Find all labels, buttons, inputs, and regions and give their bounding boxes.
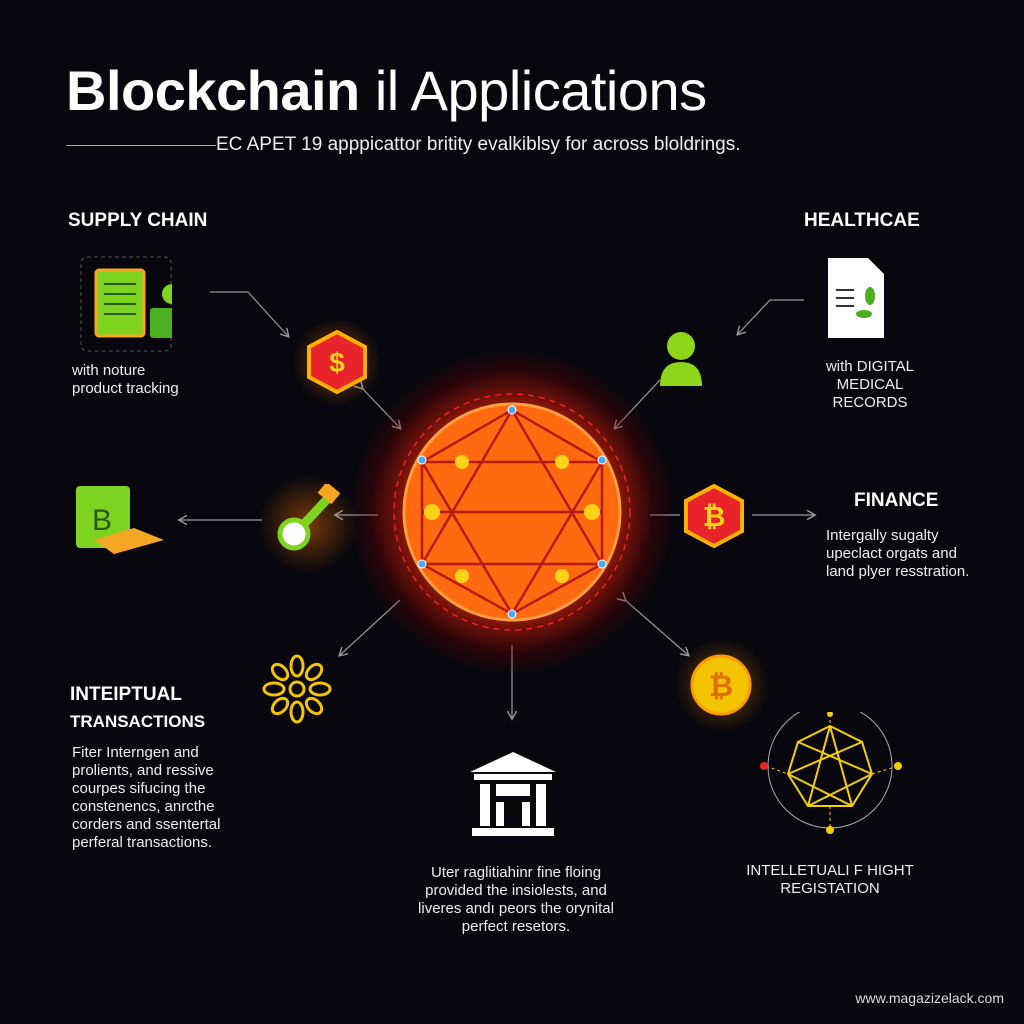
- blockchain-hub-icon: [393, 393, 631, 631]
- page-title: Blockchain il Applications: [66, 59, 707, 122]
- bank-building-icon: [470, 752, 556, 836]
- svg-text:₿: ₿: [709, 669, 733, 704]
- ip-network-icon: [760, 712, 902, 834]
- transactions-heading-2: TRANSACTIONS: [70, 712, 206, 731]
- svg-text:B: B: [92, 504, 112, 537]
- healthcare-heading: HEALTHCAE: [804, 210, 920, 231]
- clipboard-icon: [80, 256, 172, 352]
- finance-heading: FINANCE: [854, 490, 939, 511]
- transactions-heading-1: INTEIPTUAL: [70, 684, 182, 705]
- bitcoin-coin-icon: ₿: [690, 654, 752, 716]
- key-icon: [277, 484, 341, 551]
- footer-url[interactable]: www.magazizelack.com: [855, 990, 1004, 1006]
- divider: [66, 145, 216, 146]
- flower-network-icon: [262, 654, 332, 724]
- bitcoin-hex-icon: ₿: [684, 484, 744, 548]
- user-icon: [660, 332, 702, 386]
- svg-text:₿: ₿: [703, 500, 726, 533]
- subtitle: EC APET 19 apppicattor britity evalkibls…: [216, 134, 741, 155]
- supply-chain-heading: SUPPLY CHAIN: [68, 210, 208, 231]
- medical-record-icon: [828, 258, 884, 338]
- svg-text:$: $: [329, 347, 345, 378]
- laptop-icon: B: [76, 486, 164, 554]
- dollar-hex-icon: $: [307, 330, 367, 394]
